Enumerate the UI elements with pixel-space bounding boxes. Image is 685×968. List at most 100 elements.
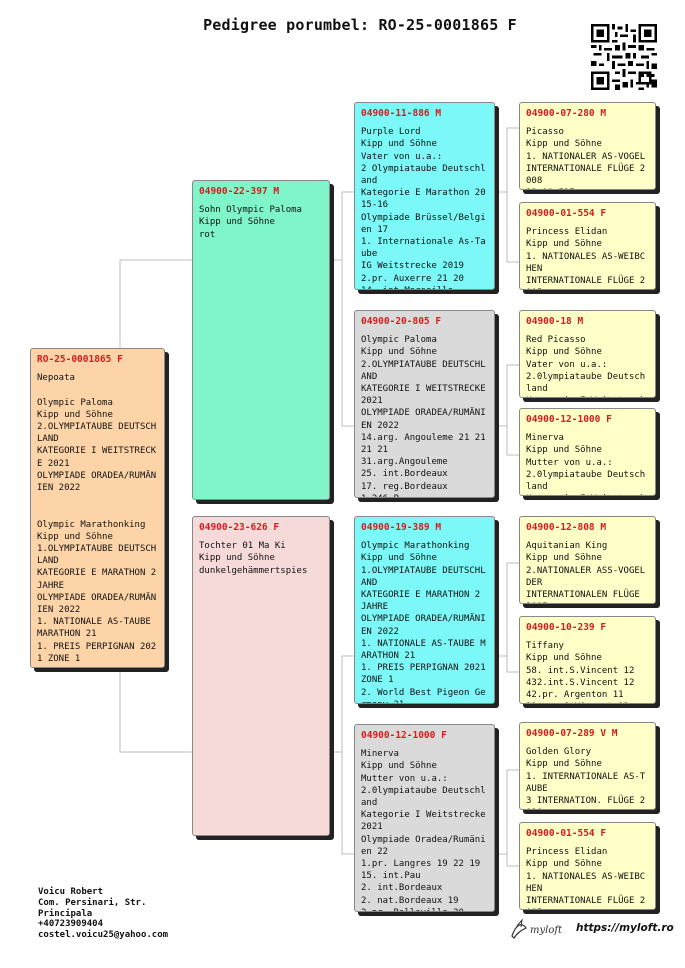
owner-email: costel.voicu25@yahoo.com	[38, 930, 169, 941]
pedigree-line: Kipp und Söhne	[526, 239, 602, 250]
pedigree-line: 15. int.Pau	[361, 871, 421, 882]
pedigree-line: 1. PREIS PERPIGNAN 2021 ZONE 1	[361, 663, 492, 686]
pedigree-line: IG Weitstrecke 2019	[361, 261, 464, 272]
pedigree-line: Kipp und Söhne	[361, 553, 437, 564]
pedigree-line: 2.pr. Belleville 20	[361, 907, 489, 911]
pedigree-line: Tiffany	[526, 641, 564, 652]
pigeon-ring-number: 04900-12-1000 F	[526, 414, 612, 425]
owner-name: Voicu Robert	[38, 887, 104, 897]
pedigree-line: 1. INTERNATIONALE AS-TAUBE	[526, 771, 646, 794]
pedigree-line: 2.pr. Auxerre 21 20	[361, 273, 464, 284]
owner-contact: Voicu Robert Com. Persinari, Str. Princi…	[38, 887, 168, 941]
pedigree-line: Olympic Paloma	[37, 397, 113, 408]
pedigree-line: Kategorie I Weitstrecke	[526, 395, 650, 397]
pedigree-line: OLYMPIADE ORADEA/RUMÄNIEN 2022	[361, 408, 486, 431]
pedigree-line: 2 Olympiataube Deutschland	[361, 163, 486, 187]
pedigree-line: Tochter 01 Ma Ki	[199, 541, 286, 552]
pedigree-line: 14.arg. Angouleme 21 21 21 21	[361, 432, 492, 456]
pedigree-line: Kipp und Söhne	[526, 759, 602, 770]
pedigree-line	[37, 494, 159, 506]
pedigree-line: 1.OLYMPIATAUBE DEUTSCHLAND	[361, 565, 486, 588]
pedigree-line: 2.OLYMPIATAUBE DEUTSCHLAND	[361, 359, 486, 382]
pedigree-line: KATEGORIE E MARATHON 2 JAHRE	[361, 590, 486, 613]
pedigree-line: 29.10.537 pr	[526, 187, 650, 189]
page-title: Pedigree porumbel: RO-25-0001865 F	[203, 16, 517, 34]
owner-address-line-2: Principala	[38, 908, 93, 919]
pedigree-line: OLYMPIADE ORADEA/RUMÄNIEN 2022	[37, 592, 157, 616]
pedigree-line: Minerva	[361, 749, 399, 760]
pedigree-line: 2.OLYMPIATAUBE DEUTSCHLAND	[37, 422, 157, 445]
pedigree-line: 1.246 P	[361, 493, 489, 497]
pedigree-line: 1.pr. Langres 19 22 19	[361, 859, 481, 870]
pigeon-ring-number: 04900-19-389 M	[361, 522, 442, 533]
pedigree-line: Olympic Paloma	[361, 335, 437, 346]
pedigree-line: INTERNATIONALE FLÜGE 2005	[526, 896, 646, 909]
pedigree-line: 1.OLYMPIATAUBE DEUTSCHLAND	[37, 544, 157, 567]
pigeon-ring-number: 04900-11-886 M	[361, 108, 442, 119]
pedigree-line: INTERNATIONALEN FLÜGE 2015	[526, 590, 640, 603]
pedigree-line: KATEGORIE I WEITSTRECKE 2021	[361, 384, 492, 407]
pedigree-line: Picasso	[526, 127, 564, 138]
pigeon-ring-number: 04900-01-554 F	[526, 828, 607, 839]
pedigree-line: rot	[199, 229, 216, 240]
pigeon-ring-number: 04900-01-554 F	[526, 208, 607, 219]
pedigree-line: Nepoata	[37, 373, 75, 384]
pedigree-line: Kipp und Söhne	[361, 761, 437, 772]
qr-code	[591, 24, 657, 90]
pedigree-line: 1. PREIS PERPIGNAN 2021 ZONE 1	[37, 641, 157, 664]
pigeon-ring-number: 04900-20-805 F	[361, 316, 442, 327]
pedigree-line: 1. NATIONALE AS-TAUBE MARATHON 21	[361, 638, 486, 662]
pedigree-line: INTERNATIONALE FLÜGE 2005	[526, 276, 646, 289]
pedigree-line: 2.0lympiataube Deutschland	[526, 371, 646, 395]
pedigree-line: Aquitanian King	[526, 541, 608, 552]
pedigree-line: 2.0lympiataube Deutschland	[361, 785, 486, 809]
pedigree-line	[37, 506, 159, 518]
pedigree-line: 1. NATIONALES AS-WEIBCHEN	[526, 251, 646, 274]
site-link[interactable]: https://myloft.ro	[576, 922, 674, 934]
pedigree-line: Kipp und Söhne	[37, 409, 113, 420]
pedigree-line	[37, 384, 159, 396]
pigeon-ring-number: 04900-07-280 M	[526, 108, 607, 119]
owner-phone: +40723909404	[38, 919, 104, 930]
pigeon-ring-number: 04900-12-808 M	[526, 522, 607, 533]
pedigree-line: Minerva	[526, 433, 564, 444]
pedigree-line: 2.0lympiataube Deutschland	[526, 469, 646, 493]
pedigree-line: Vater von u.a.:	[361, 151, 443, 162]
pedigree-line: Kipp und Söhne	[526, 859, 602, 870]
pedigree-line: dunkelgehämmertspies	[199, 565, 308, 576]
pedigree-line: Mutter von u.a.:	[361, 773, 448, 784]
pigeon-ring-number: 04900-22-397 M	[199, 186, 280, 197]
pedigree-line: Golden Glory	[526, 747, 592, 758]
pedigree-line: 25. int.Bordeaux	[361, 469, 448, 480]
myloft-logo: myloft	[511, 918, 563, 939]
pedigree-line: Olympiade Oradea/Rumänien 22	[361, 834, 486, 857]
pedigree-line: Kipp und Söhne	[526, 553, 602, 564]
pedigree-line: Olympic Marathonking	[37, 519, 146, 530]
pedigree-line: 1. NATIONALER AS-VOGEL	[526, 151, 646, 162]
pedigree-line: 3 INTERNATION. FLÜGE 2010	[526, 796, 646, 809]
pedigree-line: 1. NATIONALE AS-TAUBE MARATHON 21	[37, 617, 157, 640]
pedigree-line: Kipp und Söhne	[526, 139, 602, 150]
pedigree-line: 22.pr. S.Vincent 12	[526, 701, 650, 703]
pedigree-line: 2. World Best Pigeon Germany 21	[361, 687, 486, 703]
logo-text: myloft	[530, 925, 563, 936]
pedigree-line: 17. reg.Bordeaux	[361, 481, 448, 492]
pedigree-line: 14. int.Marseille	[361, 285, 489, 289]
pedigree-line: Kategorie I Weitstrecke 2021	[361, 810, 492, 833]
pedigree-line: Red Picasso	[526, 335, 586, 346]
